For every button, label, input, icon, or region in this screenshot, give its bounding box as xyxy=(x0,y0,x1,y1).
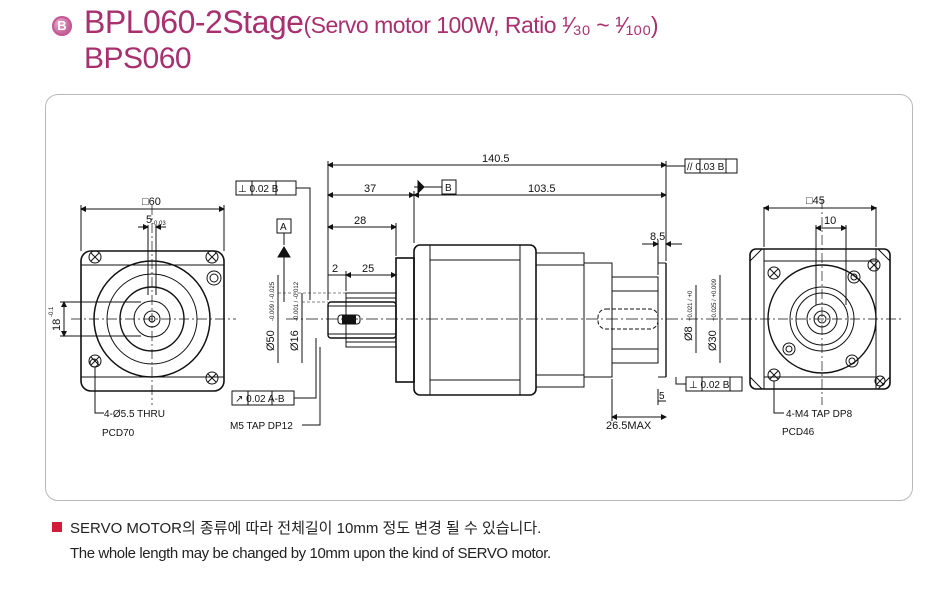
drawing-panel: □60 5 -0.03 18 -0.1 4-Ø5.5 THRU PCD70 ⊥ … xyxy=(45,94,913,501)
model-spec: (Servo motor 100W, Ratio ¹⁄₃₀ ~ ¹⁄₁₀₀) xyxy=(303,12,659,38)
note-english: The whole length may be changed by 10mm … xyxy=(70,545,551,562)
m5-tap-label: M5 TAP DP12 xyxy=(230,421,293,432)
perp-b1-frame: ⊥ 0.02 B xyxy=(238,184,279,195)
dim-5-right: 5 xyxy=(659,391,665,402)
dim-28: 28 xyxy=(354,215,366,227)
dim-18: 18 xyxy=(51,319,63,331)
bullet-icon xyxy=(52,522,62,532)
dim-square45: □45 xyxy=(806,195,825,207)
dim-dia16: Ø16 xyxy=(289,330,301,351)
model-name: BPL060-2Stage xyxy=(84,4,304,40)
dim-8-5: 8.5 xyxy=(650,231,665,243)
tol-dia8: +0.021 / +0 xyxy=(688,290,694,321)
side-view xyxy=(231,158,746,426)
dim-25: 25 xyxy=(362,263,374,275)
tol-dia50: -0.009 / -0.025 xyxy=(270,281,276,321)
tol-dia16: -0.001 / -0.012 xyxy=(294,281,300,321)
note-korean: SERVO MOTOR의 종류에 따라 전체길이 10mm 정도 변경 될 수 … xyxy=(52,517,541,538)
left-flange-view xyxy=(60,205,236,414)
perp-b2-frame: ⊥ 0.02 B xyxy=(689,380,730,391)
tol-5: -0.03 xyxy=(152,221,166,227)
dim-26-5max: 26.5MAX xyxy=(606,420,652,432)
page-title: BPL060-2Stage(Servo motor 100W, Ratio ¹⁄… xyxy=(84,4,659,41)
datum-a: A xyxy=(280,222,287,233)
dim-square60: □60 xyxy=(142,196,161,208)
dim-103-5: 103.5 xyxy=(528,183,556,195)
pcd70-label: PCD70 xyxy=(102,428,135,439)
holes-right-label: 4-M4 TAP DP8 xyxy=(786,409,853,420)
dim-140-5: 140.5 xyxy=(482,153,510,165)
badge-icon: B xyxy=(52,16,72,36)
dim-dia30: Ø30 xyxy=(707,330,719,351)
dim-dia8: Ø8 xyxy=(683,326,695,341)
tol-18: -0.1 xyxy=(49,306,55,317)
datum-b: B xyxy=(445,183,452,194)
parallel-b-frame: // 0.03 B xyxy=(687,162,725,173)
note-korean-text: SERVO MOTOR의 종류에 따라 전체길이 10mm 정도 변경 될 수 … xyxy=(70,520,542,537)
holes-left-label: 4-Ø5.5 THRU xyxy=(104,409,165,420)
header: B BPL060-2Stage(Servo motor 100W, Ratio … xyxy=(52,4,932,84)
dim-37: 37 xyxy=(364,183,376,195)
dim-dia50: Ø50 xyxy=(265,330,277,351)
technical-drawing: □60 5 -0.03 18 -0.1 4-Ø5.5 THRU PCD70 ⊥ … xyxy=(49,153,902,439)
tol-dia30: +0.025 / +0.009 xyxy=(712,278,718,321)
runout-frame: ↗ 0.02 A-B xyxy=(235,394,285,405)
model-name-2: BPS060 xyxy=(84,42,192,75)
pcd46-label: PCD46 xyxy=(782,427,815,438)
right-flange-view xyxy=(742,199,902,414)
dim-2: 2 xyxy=(332,263,338,275)
dim-5: 5 xyxy=(146,214,152,226)
dim-10: 10 xyxy=(824,215,836,227)
